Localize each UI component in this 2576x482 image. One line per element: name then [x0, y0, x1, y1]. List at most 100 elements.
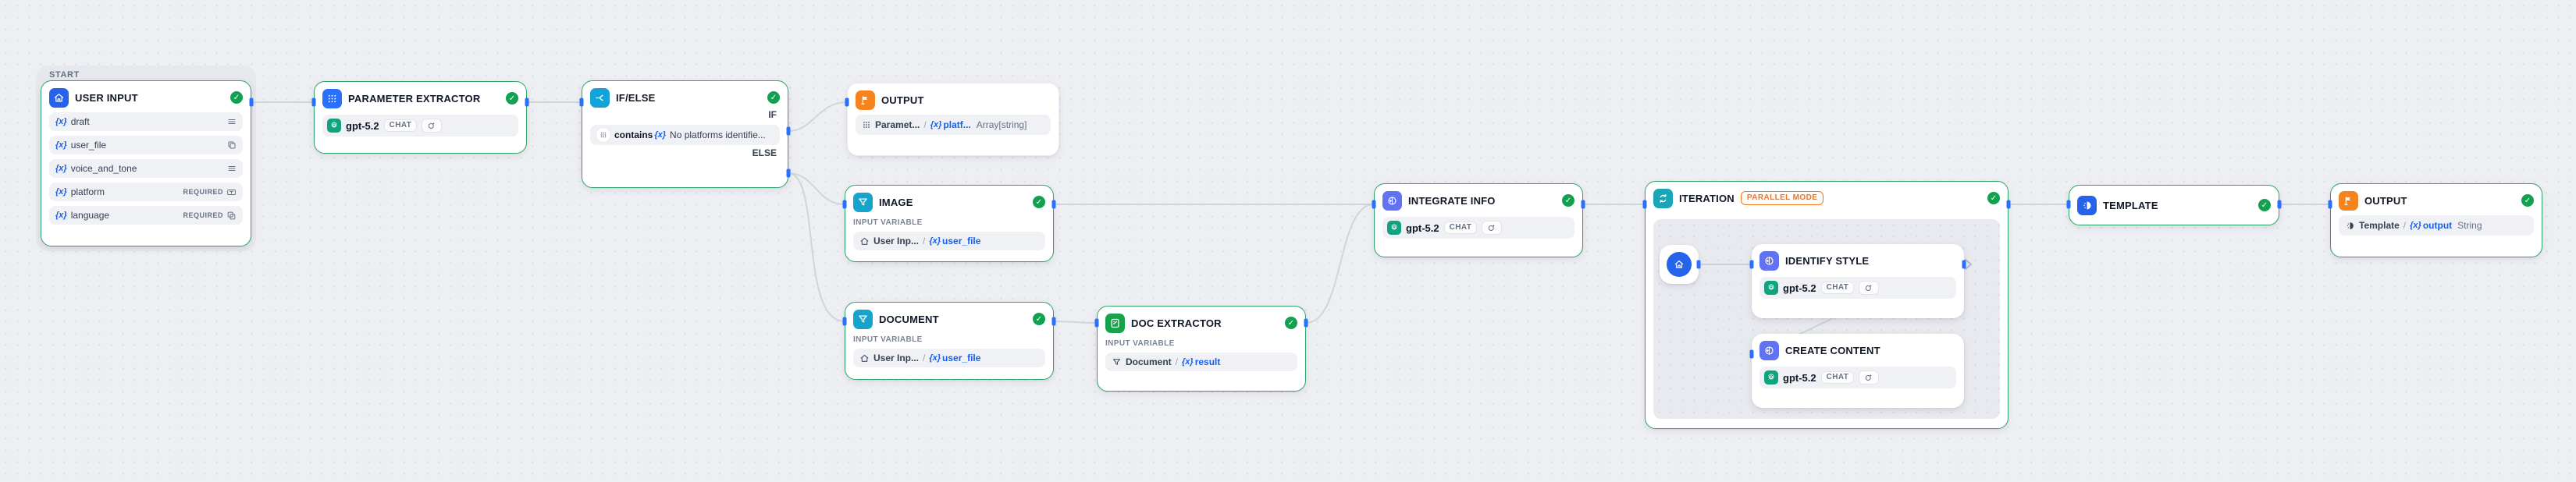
input-variable-label: INPUT VARIABLE: [1105, 339, 1175, 348]
connection-handle[interactable]: [2066, 200, 2071, 209]
node-title: TEMPLATE: [2103, 199, 2158, 211]
condition-value: No platforms identifie...: [670, 129, 766, 140]
node-iteration[interactable]: ITERATION PARALLEL MODE ✓: [1645, 181, 2008, 429]
input-variable-label: INPUT VARIABLE: [853, 218, 923, 227]
llm-icon: [1759, 340, 1779, 360]
vision-icon: [1866, 374, 1873, 381]
connection-handle[interactable]: [1372, 200, 1376, 209]
connection-handle[interactable]: [579, 97, 584, 107]
edge-document-docextractor: [1053, 321, 1098, 324]
output-flag-icon: [856, 90, 875, 110]
success-check-icon: ✓: [1987, 192, 2000, 204]
connection-handle[interactable]: [2006, 200, 2011, 209]
else-branch-label: ELSE: [752, 147, 777, 158]
node-output-top[interactable]: OUTPUT Paramet... / {x} platf... Array[s…: [847, 83, 1059, 156]
node-user-input[interactable]: USER INPUT ✓ {x} draft {x} user_file {x}…: [41, 80, 251, 246]
next-step-chevron: [1965, 259, 1972, 270]
node-integrate-info[interactable]: INTEGRATE INFO ✓ gpt-5.2 CHAT: [1374, 183, 1583, 257]
mode-badge: CHAT: [383, 119, 418, 132]
field-user-file[interactable]: {x} user_file: [49, 136, 243, 154]
variable-icon: {x}: [929, 353, 941, 363]
input-variable-ref[interactable]: Document / {x} result: [1105, 353, 1297, 371]
connection-handle[interactable]: [2328, 200, 2332, 209]
openai-icon: [327, 119, 341, 133]
connection-handle[interactable]: [1304, 318, 1308, 328]
connection-handle[interactable]: [1051, 317, 1056, 326]
connection-handle[interactable]: [249, 97, 254, 107]
success-check-icon: ✓: [1562, 194, 1574, 207]
connection-handle[interactable]: [1749, 349, 1754, 359]
ref-separator: /: [923, 236, 926, 246]
node-title: IMAGE: [879, 196, 913, 208]
vision-badge: [1859, 281, 1880, 295]
connection-handle[interactable]: [1749, 260, 1754, 269]
output-variable-ref[interactable]: Paramet... / {x} platf... Array[string]: [856, 115, 1051, 135]
field-name: language: [70, 210, 110, 221]
connection-handle[interactable]: [842, 317, 847, 326]
ref-separator: /: [1175, 356, 1179, 367]
connection-handle[interactable]: [1581, 200, 1585, 209]
node-document[interactable]: DOCUMENT ✓ INPUT VARIABLE User Inp... / …: [845, 302, 1054, 380]
field-platform[interactable]: {x} platform REQUIRED: [49, 183, 243, 201]
iteration-start-node[interactable]: [1660, 245, 1699, 284]
connection-handle[interactable]: [786, 168, 791, 178]
node-create-content[interactable]: CREATE CONTENT gpt-5.2 CHAT: [1752, 334, 1964, 408]
connection-handle[interactable]: [1094, 318, 1099, 328]
edge-if-output: [788, 101, 848, 132]
model-selector[interactable]: gpt-5.2 CHAT: [1759, 277, 1956, 299]
connection-handle[interactable]: [1051, 200, 1056, 209]
field-name: platform: [70, 186, 105, 197]
field-name: voice_and_tone: [70, 163, 137, 174]
node-title: OUTPUT: [2364, 194, 2407, 207]
ref-var-name: user_file: [942, 236, 981, 246]
node-output-end[interactable]: OUTPUT ✓ Template / {x} output String: [2330, 183, 2542, 257]
node-identify-style[interactable]: IDENTIFY STYLE gpt-5.2 CHAT: [1752, 244, 1964, 318]
filter-funnel-icon: [853, 309, 873, 329]
connection-handle[interactable]: [786, 126, 791, 136]
if-branch-label: IF: [768, 109, 777, 120]
template-icon: [2077, 195, 2097, 215]
variable-icon: {x}: [55, 164, 67, 173]
field-draft[interactable]: {x} draft: [49, 112, 243, 131]
edge-else-document: [788, 172, 845, 322]
success-check-icon: ✓: [506, 92, 518, 105]
model-selector[interactable]: gpt-5.2 CHAT: [1759, 367, 1956, 388]
node-if-else[interactable]: IF/ELSE ✓ IF contains {x} No platforms i…: [582, 80, 788, 188]
node-title: IF/ELSE: [616, 91, 656, 104]
connection-handle[interactable]: [1696, 260, 1701, 269]
success-check-icon: ✓: [1285, 317, 1297, 329]
node-doc-extractor[interactable]: DOC EXTRACTOR ✓ INPUT VARIABLE Document …: [1097, 306, 1306, 392]
connection-handle[interactable]: [525, 97, 529, 107]
ref-node-name: Template: [2359, 220, 2400, 231]
node-template[interactable]: TEMPLATE ✓: [2069, 185, 2279, 225]
connection-handle[interactable]: [311, 97, 316, 107]
model-name: gpt-5.2: [1783, 371, 1816, 384]
parameter-extractor-icon: [322, 88, 342, 108]
connection-handle[interactable]: [845, 97, 849, 107]
connection-handle[interactable]: [1642, 200, 1647, 209]
node-parameter-extractor[interactable]: PARAMETER EXTRACTOR ✓ gpt-5.2 CHAT: [314, 81, 527, 154]
ref-var-type: Array[string]: [976, 119, 1027, 130]
variable-icon: {x}: [930, 120, 942, 129]
connection-handle[interactable]: [842, 200, 847, 209]
field-name: draft: [70, 116, 90, 127]
ref-node-name: Document: [1126, 356, 1172, 367]
connection-handle[interactable]: [2277, 200, 2282, 209]
success-check-icon: ✓: [1033, 313, 1045, 325]
input-variable-ref[interactable]: User Inp... / {x} user_file: [853, 232, 1045, 250]
ref-var-name: result: [1194, 356, 1221, 367]
ref-var-name: user_file: [942, 353, 981, 363]
input-variable-ref[interactable]: User Inp... / {x} user_file: [853, 349, 1045, 367]
model-selector[interactable]: gpt-5.2 CHAT: [322, 115, 518, 136]
field-language[interactable]: {x} language REQUIRED: [49, 206, 243, 225]
output-variable-ref[interactable]: Template / {x} output String: [2339, 215, 2534, 236]
node-image[interactable]: IMAGE ✓ INPUT VARIABLE User Inp... / {x}…: [845, 185, 1054, 262]
llm-icon: [1382, 190, 1402, 211]
condition-row[interactable]: contains {x} No platforms identifie...: [590, 125, 780, 145]
select-icon: [227, 211, 236, 219]
field-voice-and-tone[interactable]: {x} voice_and_tone: [49, 159, 243, 178]
connection-handle[interactable]: [1962, 260, 1966, 269]
model-selector[interactable]: gpt-5.2 CHAT: [1382, 217, 1574, 239]
node-title: INTEGRATE INFO: [1408, 194, 1496, 207]
